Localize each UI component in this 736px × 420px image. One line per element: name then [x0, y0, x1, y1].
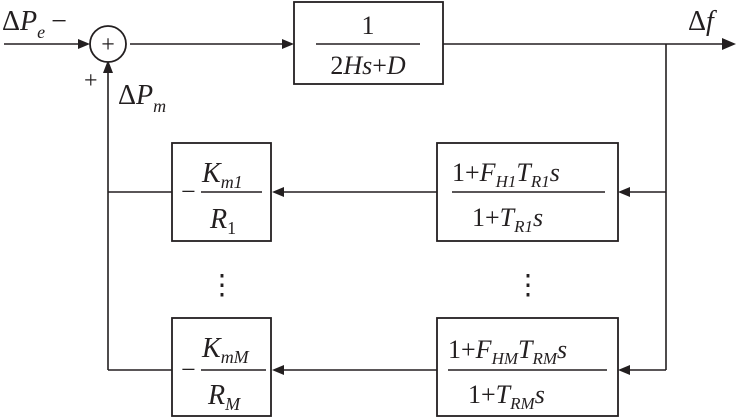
summing-junction: + — [89, 25, 127, 63]
arrow-into-gov1 — [272, 187, 284, 197]
governor-1-sign: − — [181, 177, 196, 206]
arrow-into-summer — [78, 39, 90, 49]
turbine-ellipsis: ⋮ — [514, 270, 542, 301]
output-label: Δf — [688, 6, 717, 37]
signal-wires — [4, 43, 722, 371]
arrow-into-turbine1 — [618, 187, 630, 197]
plant-box — [293, 1, 444, 85]
arrow-output — [722, 38, 736, 50]
input-label: ΔPe− — [2, 6, 67, 42]
turbine-1-denominator: 1+TR1s — [472, 203, 543, 236]
turbine-M-denominator: 1+TRMs — [468, 380, 545, 413]
governor-ellipsis: ⋮ — [208, 270, 236, 301]
governor-block-M: − KmM RM — [171, 317, 272, 417]
arrow-into-govM — [272, 365, 284, 375]
turbine-block-1: 1+FH1TR1s 1+TR1s — [436, 142, 619, 242]
mech-power-label: ΔPm — [118, 80, 166, 116]
turbine-M-numerator: 1+FHMTRMs — [448, 335, 567, 368]
governor-M-sign: − — [181, 355, 196, 384]
summer-plus: + — [101, 32, 115, 58]
governor-box-M — [171, 317, 272, 417]
feedback-sign: + — [84, 68, 98, 94]
arrowheads — [78, 38, 736, 375]
plant-numerator: 1 — [362, 11, 375, 40]
arrow-into-plant — [282, 39, 294, 49]
arrow-into-summer-feedback — [103, 60, 113, 73]
governor-1-denominator: R1 — [209, 204, 236, 238]
plant-block: 1 2Hs+D — [293, 1, 444, 85]
turbine-block-M: 1+FHMTRMs 1+TRMs — [436, 317, 619, 417]
governor-M-denominator: RM — [207, 380, 241, 414]
governor-1-numerator: Km1 — [201, 158, 243, 192]
turbine-box-M — [436, 317, 619, 417]
arrow-into-turbineM — [618, 365, 630, 375]
governor-block-1: − Km1 R1 — [171, 142, 272, 242]
summer-circle — [89, 25, 127, 63]
plant-denominator: 2Hs+D — [330, 51, 406, 80]
turbine-1-numerator: 1+FH1TR1s — [452, 158, 560, 191]
governor-M-numerator: KmM — [201, 333, 250, 367]
